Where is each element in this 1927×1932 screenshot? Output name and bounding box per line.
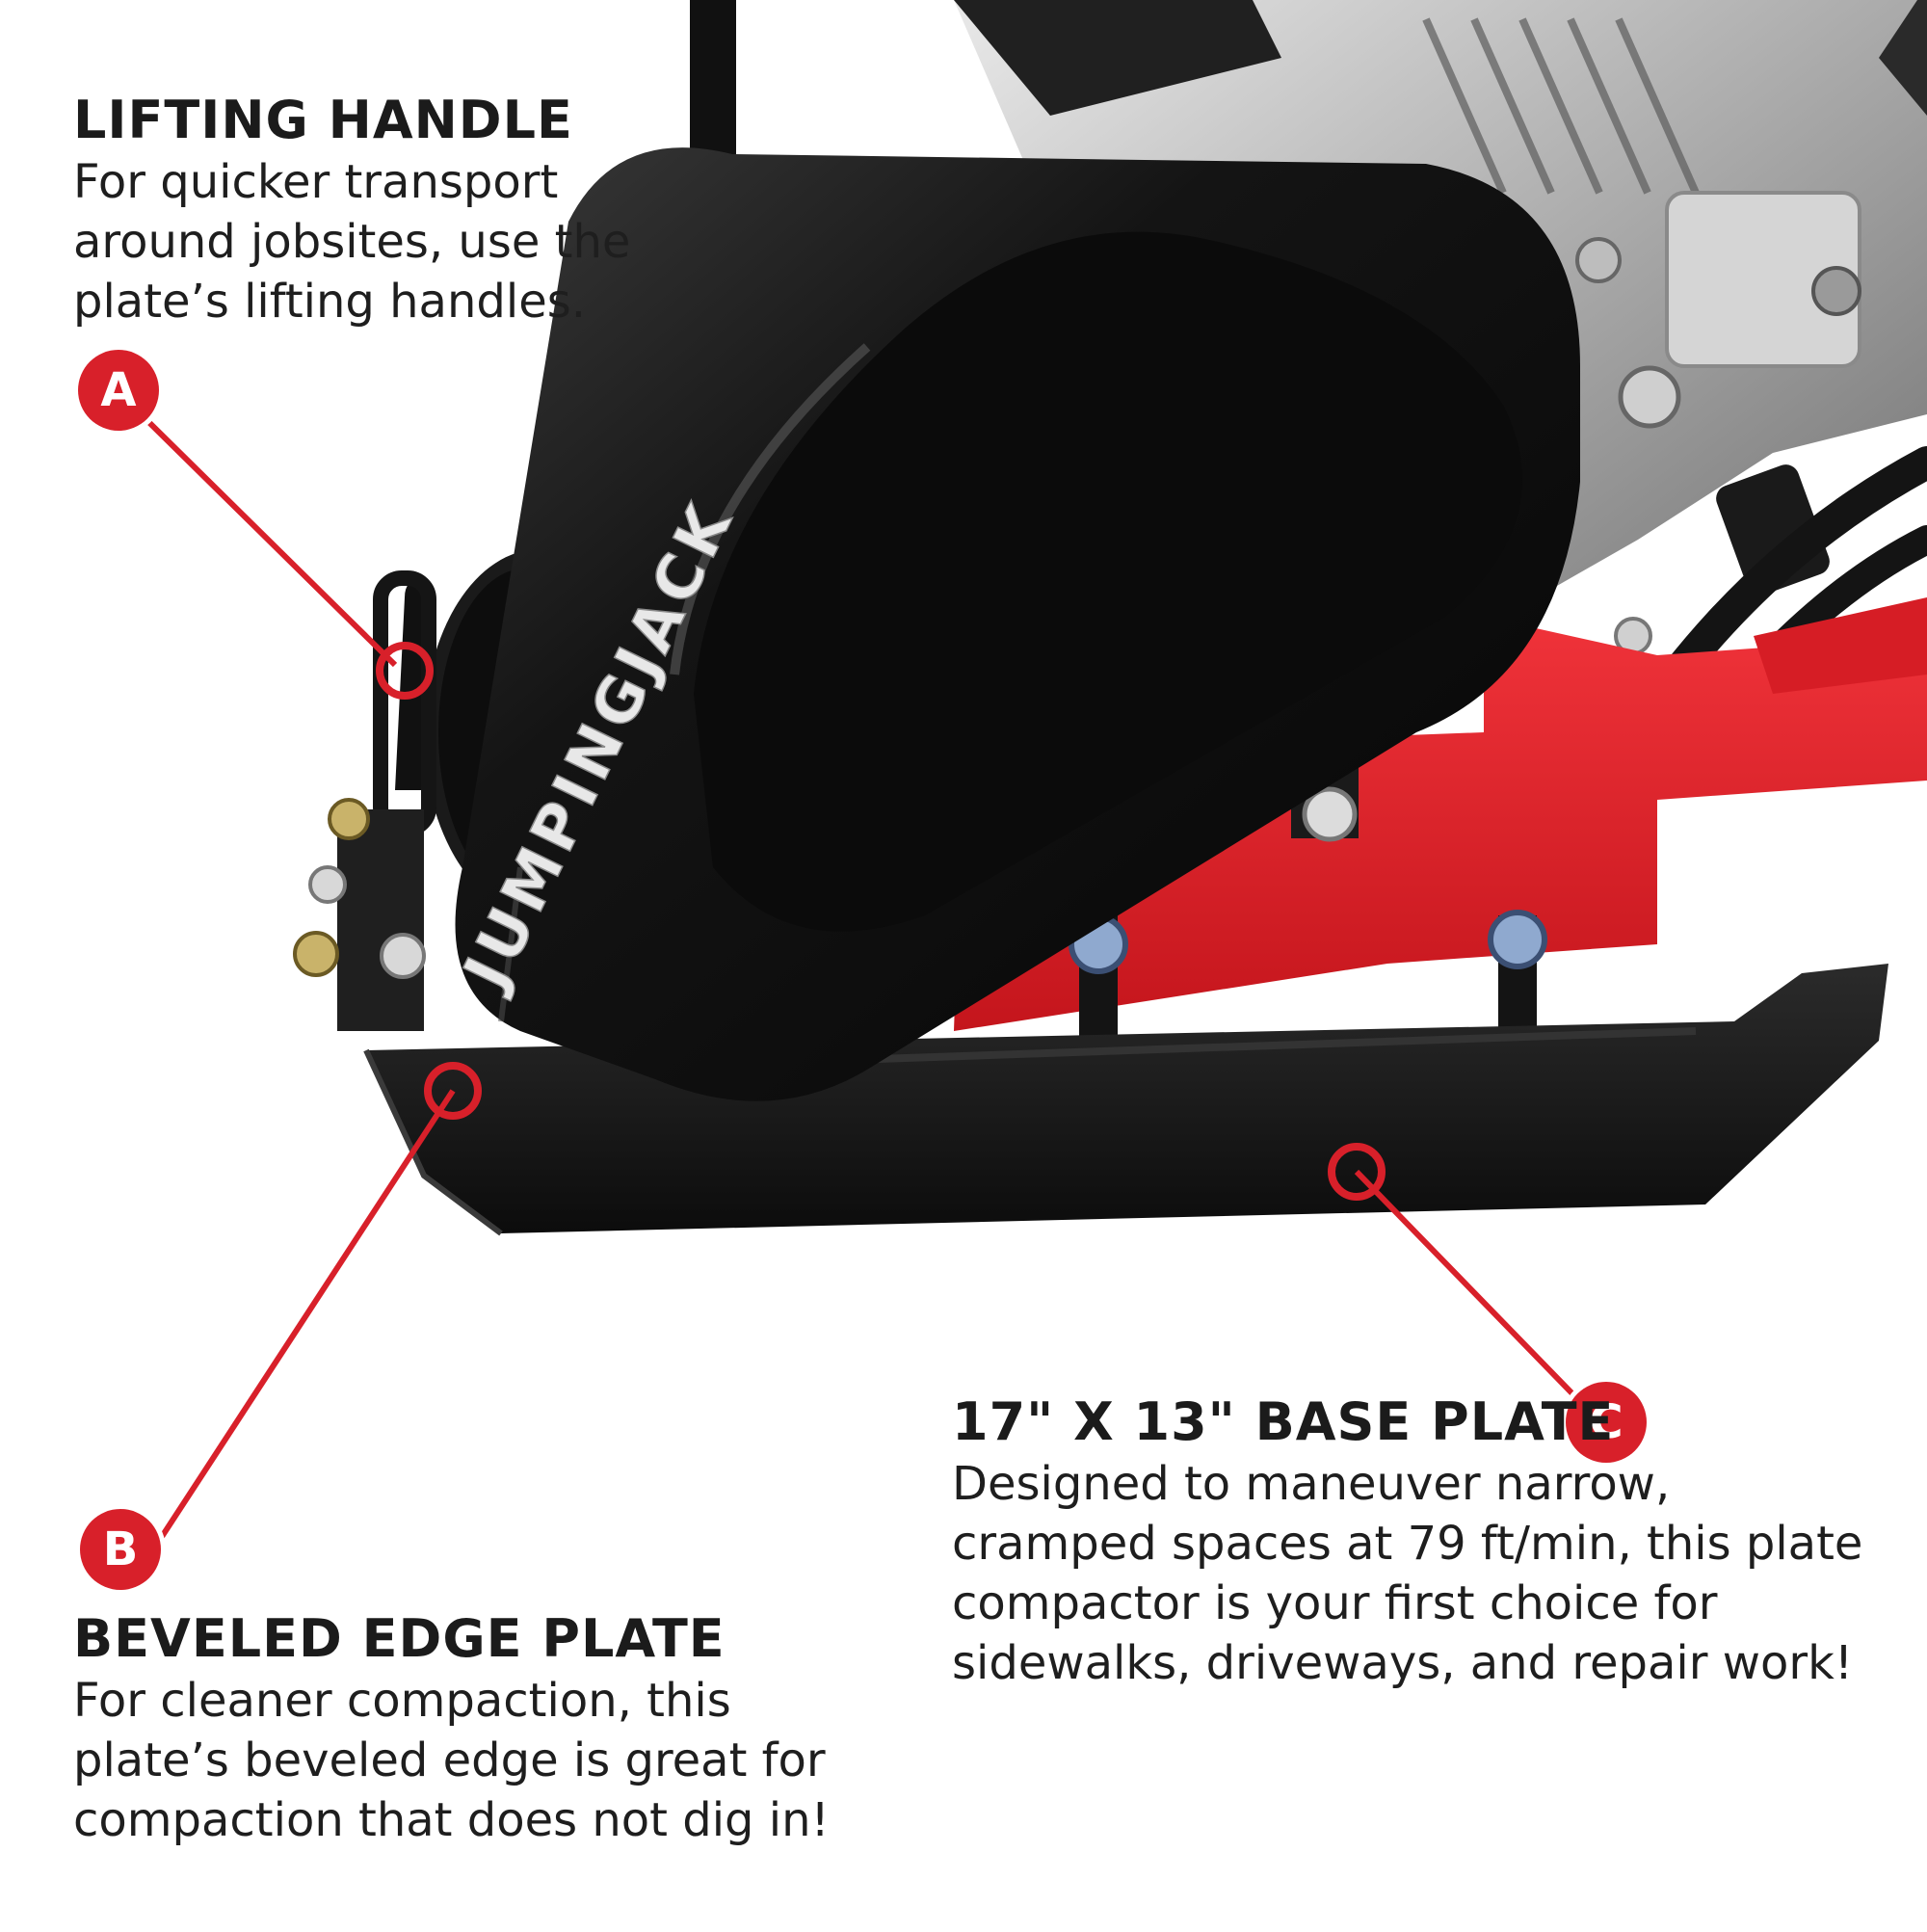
leader-line-b	[149, 1089, 456, 1553]
leader-lines	[120, 394, 1597, 1553]
leader-line-c	[1354, 1169, 1597, 1419]
base-plate	[363, 964, 1888, 1236]
callout-line: compactor is your first choice for	[952, 1576, 1718, 1630]
red-frame	[954, 597, 1927, 1031]
callout-line: compaction that does not dig in!	[73, 1793, 830, 1847]
badge-a: A	[78, 350, 159, 431]
callout-line: For cleaner compaction, this	[73, 1674, 731, 1728]
callout-beveled-edge-plate: BEVELED EDGE PLATE For cleaner compactio…	[73, 1607, 921, 1850]
callout-line: sidewalks, driveways, and repair work!	[952, 1636, 1854, 1690]
callout-lifting-handle: LIFTING HANDLE For quicker transport aro…	[73, 89, 690, 331]
callout-line: plate’s beveled edge is great for	[73, 1734, 826, 1787]
callout-line: cramped spaces at 79 ft/min, this plate	[952, 1517, 1863, 1571]
target-ring-a	[376, 642, 434, 700]
callout-line: Designed to maneuver narrow,	[952, 1457, 1671, 1511]
badge-c: C	[1566, 1382, 1647, 1463]
lifting-handle-hardware	[293, 570, 436, 1031]
callout-base-plate: 17" X 13" BASE PLATE Designed to maneuve…	[952, 1390, 1906, 1693]
target-rings	[376, 642, 1386, 1201]
target-ring-b	[424, 1062, 482, 1120]
target-ring-c	[1328, 1143, 1386, 1201]
callout-title: LIFTING HANDLE	[73, 90, 573, 150]
callout-title: BEVELED EDGE PLATE	[73, 1608, 726, 1669]
callout-line: around jobsites, use the	[73, 215, 631, 269]
callout-title: 17" X 13" BASE PLATE	[952, 1391, 1615, 1452]
leader-line-a	[120, 394, 398, 668]
badge-b: B	[80, 1509, 161, 1590]
callout-line: plate’s lifting handles.	[73, 275, 586, 329]
callout-line: For quicker transport	[73, 155, 559, 209]
